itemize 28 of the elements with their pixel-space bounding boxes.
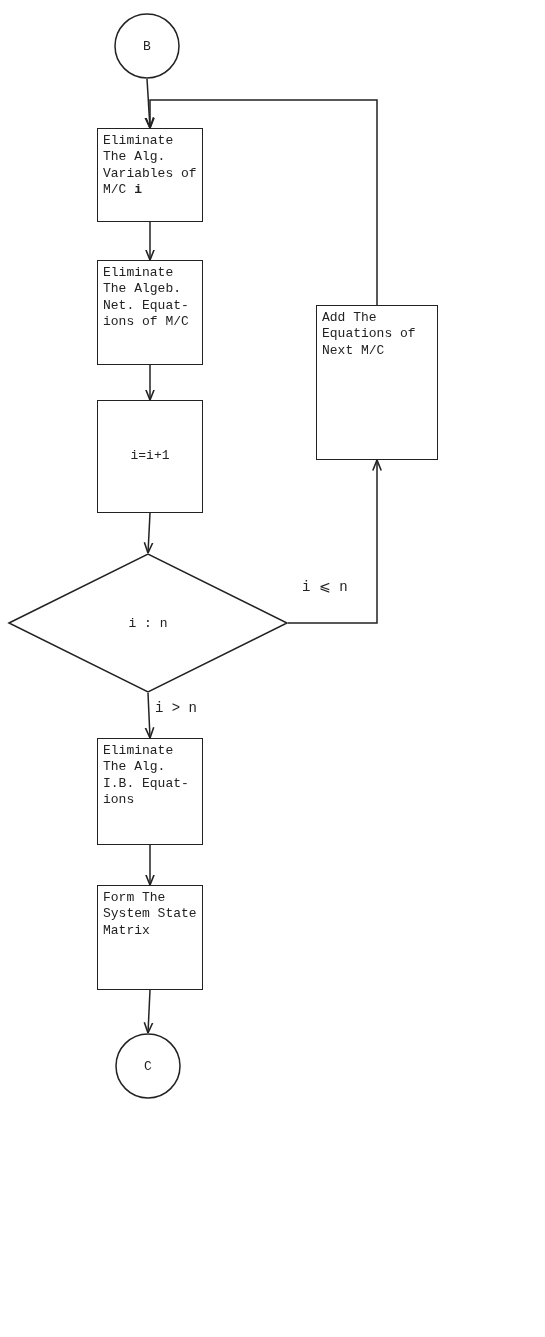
box-text: Form The System State Matrix (103, 890, 197, 939)
process-box (97, 885, 203, 990)
arrow (145, 844, 155, 886)
arrow (143, 512, 154, 554)
arrow (143, 989, 154, 1034)
box-text: Eliminate The Algeb. Net. Equat- ions of M/C (103, 265, 190, 330)
process-box (97, 260, 203, 365)
arrow (145, 99, 378, 306)
arrow (144, 692, 155, 739)
process-box (97, 128, 203, 222)
shape-text: B (143, 38, 151, 54)
connector-circle (114, 13, 180, 79)
arrow (287, 459, 382, 624)
arrow (145, 221, 155, 261)
connector-circle (115, 1033, 181, 1099)
shape-text: C (144, 1058, 152, 1074)
box-text: Eliminate The Alg. Variables of M/C i (103, 133, 197, 198)
edge-label: i ⩽ n (300, 578, 350, 595)
shape-text: i : n (128, 615, 168, 631)
process-box (97, 738, 203, 845)
arrow (144, 78, 155, 129)
box-text: i=i+1 (130, 448, 170, 465)
box-text: Add The Equations of Next M/C (322, 310, 417, 359)
decision-diamond (8, 553, 288, 693)
process-box (316, 305, 438, 460)
arrow (145, 364, 155, 401)
process-box (97, 400, 203, 513)
box-text: Eliminate The Alg. I.B. Equat- ions (103, 743, 190, 808)
